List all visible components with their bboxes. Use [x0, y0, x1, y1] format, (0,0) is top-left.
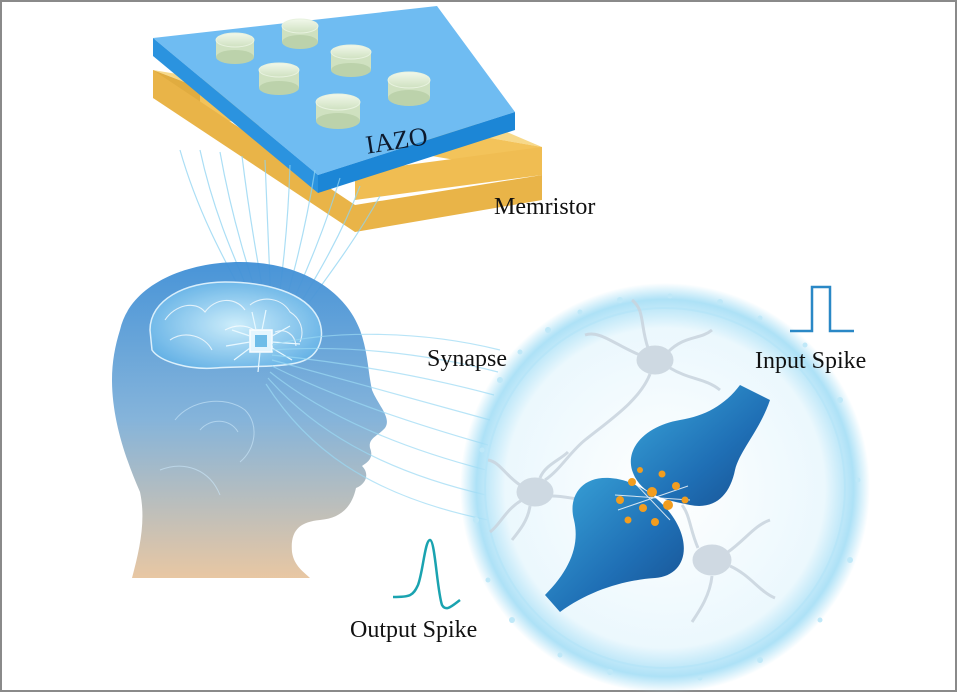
memristor-label: Memristor — [494, 194, 596, 220]
synapse-label: Synapse — [427, 346, 507, 372]
electrode-2 — [281, 18, 319, 49]
input-spike-label: Input Spike — [755, 348, 867, 374]
electrode-6 — [387, 71, 431, 106]
signal-streams-face — [265, 333, 501, 521]
electrode-5 — [315, 93, 361, 129]
electrode-3 — [258, 62, 300, 95]
neuron-right — [680, 504, 776, 623]
memristor-device — [153, 6, 542, 232]
top-electrodes — [215, 18, 431, 129]
output-spike-label: Output Spike — [350, 617, 478, 643]
human-head — [112, 262, 387, 578]
synapse-terminals — [545, 385, 770, 612]
presynaptic-terminal — [630, 385, 770, 506]
brain — [149, 281, 323, 370]
electrode-4 — [330, 44, 372, 77]
input-spike-icon — [790, 285, 854, 333]
postsynaptic-terminal — [545, 477, 684, 612]
output-spike-icon — [392, 538, 461, 610]
neuron-top — [544, 298, 721, 482]
neurotransmitters — [614, 467, 691, 526]
glow-particles — [473, 293, 861, 681]
electrode-1 — [215, 32, 255, 64]
neural-chip-icon — [225, 309, 301, 373]
iazo-layer-front — [318, 112, 515, 193]
iazo-layer-side — [153, 38, 318, 193]
neuron-cells — [487, 298, 776, 623]
neuron-left — [487, 450, 589, 541]
